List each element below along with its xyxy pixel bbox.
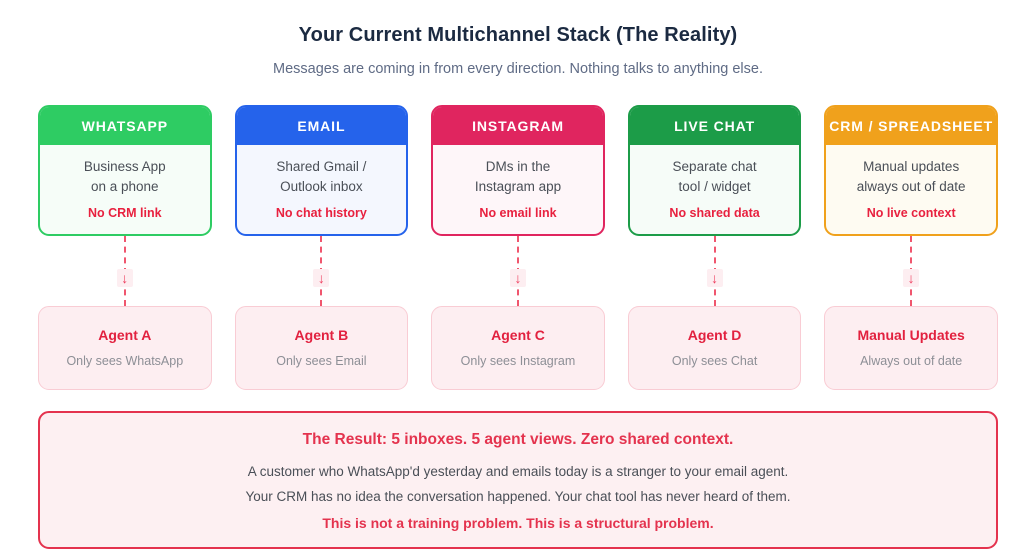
result-line-2: Your CRM has no idea the conversation ha… xyxy=(245,489,791,504)
channel-card-body: Business App on a phone No CRM link xyxy=(40,145,210,234)
down-arrow-icon: ↓ xyxy=(116,269,133,287)
agent-scope-label: Always out of date xyxy=(860,354,963,368)
channel-description-line: Manual updates xyxy=(863,159,960,174)
agent-card-row: Agent A Only sees WhatsApp Agent B Only see… xyxy=(38,306,998,390)
channel-flaw-label: No CRM link xyxy=(87,206,162,220)
connector-row: ↓ ↓ ↓ ↓ ↓ xyxy=(38,236,998,306)
channel-description: Business App on a phone xyxy=(48,157,202,197)
agent-scope-label: Only sees Email xyxy=(276,354,367,368)
channel-description-line: Shared Gmail / xyxy=(276,159,367,174)
channel-card-header: LIVE CHAT xyxy=(629,107,800,145)
channel-card-body: Separate chat tool / widget No shared data xyxy=(630,145,800,234)
result-line-1: A customer who WhatsApp'd yesterday and … xyxy=(247,464,789,479)
result-headline: The Result: 5 inboxes. 5 agent views. Ze… xyxy=(302,431,734,448)
channel-to-agent-connector: ↓ xyxy=(431,236,605,306)
down-arrow-icon: ↓ xyxy=(509,269,526,287)
page-title: Your Current Multichannel Stack (The Rea… xyxy=(298,24,738,46)
channel-card-body: Shared Gmail / Outlook inbox No chat histo… xyxy=(237,145,407,234)
result-kicker: This is not a training problem. This is … xyxy=(322,515,714,531)
channel-to-agent-connector: ↓ xyxy=(824,236,998,306)
channel-description-line: Instagram app xyxy=(474,179,562,194)
page-header: Your Current Multichannel Stack (The Rea… xyxy=(38,0,998,79)
agent-name: Agent A xyxy=(98,327,152,343)
channel-description: Separate chat tool / widget xyxy=(638,157,792,197)
channel-flaw-label: No live context xyxy=(866,206,956,220)
channel-description-line: Outlook inbox xyxy=(280,179,363,194)
channel-to-agent-connector: ↓ xyxy=(628,236,802,306)
channel-card[interactable]: EMAIL Shared Gmail / Outlook inbox No chat … xyxy=(234,105,409,236)
channel-card[interactable]: LIVE CHAT Separate chat tool / widget No sh… xyxy=(627,105,802,236)
result-banner: The Result: 5 inboxes. 5 agent views. Ze… xyxy=(38,411,998,549)
agent-name: Agent B xyxy=(294,327,349,343)
channel-description: Shared Gmail / Outlook inbox xyxy=(245,157,399,197)
agent-card[interactable]: Agent D Only sees Chat xyxy=(627,306,802,390)
channel-description-line: Business App xyxy=(83,159,166,174)
channel-card[interactable]: WHATSAPP Business App on a phone No CRM lin… xyxy=(38,105,212,236)
channel-card-header: CRM / SPREADSHEET xyxy=(826,107,996,145)
agent-name: Agent D xyxy=(687,327,742,343)
infographic-page: Your Current Multichannel Stack (The Rea… xyxy=(38,0,998,549)
agent-name: Manual Updates xyxy=(857,327,965,343)
agent-scope-label: Only sees Instagram xyxy=(460,354,576,368)
channel-description-line: always out of date xyxy=(856,179,966,194)
channel-flaw-label: No chat history xyxy=(275,206,367,220)
agent-scope-label: Only sees WhatsApp xyxy=(66,354,184,368)
channel-description-line: on a phone xyxy=(91,179,159,194)
agent-name: Agent C xyxy=(491,327,545,343)
channel-flaw-label: No shared data xyxy=(669,206,760,220)
agent-scope-label: Only sees Chat xyxy=(671,354,758,368)
channel-card-header: INSTAGRAM xyxy=(433,107,603,145)
channel-card[interactable]: CRM / SPREADSHEET Manual updates always ou… xyxy=(824,105,998,236)
channel-description-line: tool / widget xyxy=(678,179,751,194)
channel-description-line: Separate chat xyxy=(672,159,757,174)
channel-description-line: DMs in the xyxy=(485,159,551,174)
down-arrow-icon: ↓ xyxy=(903,269,920,287)
channel-to-agent-connector: ↓ xyxy=(38,236,212,306)
down-arrow-icon: ↓ xyxy=(313,269,330,287)
channel-card-body: Manual updates always out of date No live … xyxy=(826,145,996,234)
channel-flaw-label: No email link xyxy=(479,206,557,220)
page-subtitle: Messages are coming in from every direct… xyxy=(272,61,763,77)
channel-to-agent-connector: ↓ xyxy=(235,236,409,306)
channel-description: Manual updates always out of date xyxy=(834,157,988,197)
agent-card[interactable]: Agent B Only sees Email xyxy=(234,306,409,390)
agent-card[interactable]: Agent A Only sees WhatsApp xyxy=(38,306,212,390)
channel-card-row: WHATSAPP Business App on a phone No CRM lin… xyxy=(38,105,998,236)
channel-card-header: EMAIL xyxy=(236,107,407,145)
agent-card[interactable]: Agent C Only sees Instagram xyxy=(431,306,605,390)
down-arrow-icon: ↓ xyxy=(706,269,723,287)
channel-card-header: WHATSAPP xyxy=(40,107,210,145)
